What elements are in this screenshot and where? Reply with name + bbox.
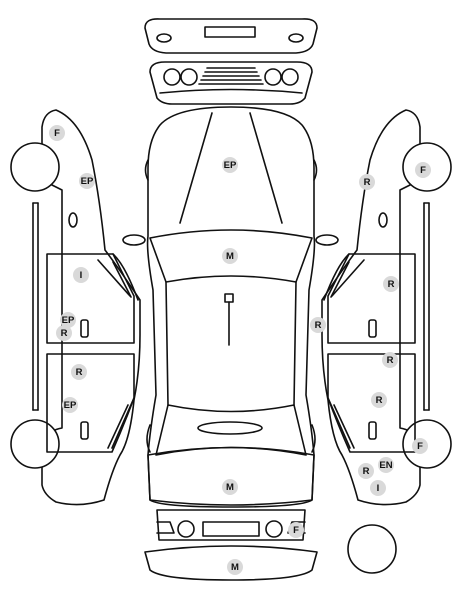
- marker-code: EP: [81, 176, 94, 187]
- damage-marker-rear-bumper-glass: M: [227, 559, 243, 575]
- marker-code: R: [363, 466, 370, 477]
- marker-dot: [370, 480, 386, 496]
- marker-dot: [222, 157, 238, 173]
- marker-code: R: [376, 395, 383, 406]
- marker-dot: [358, 463, 374, 479]
- marker-code: R: [388, 279, 395, 290]
- marker-code: I: [377, 483, 380, 494]
- marker-code: F: [293, 525, 299, 536]
- damage-marker-rear-window: M: [222, 479, 238, 495]
- marker-dot: [415, 162, 431, 178]
- marker-code: R: [315, 320, 322, 331]
- marker-code: EP: [62, 315, 75, 326]
- marker-code: R: [364, 177, 371, 188]
- marker-code: I: [80, 270, 83, 281]
- marker-dot: [227, 559, 243, 575]
- right-side-view: [321, 109, 452, 506]
- marker-dot: [222, 479, 238, 495]
- marker-code: M: [231, 562, 239, 573]
- damage-marker-right-rear-en: EN: [378, 457, 394, 473]
- damage-marker-right-front-panel: R: [359, 174, 375, 190]
- damage-marker-right-front-door: R: [383, 276, 399, 292]
- damage-marker-left-front-fender: F: [49, 125, 65, 141]
- marker-code: R: [61, 328, 68, 339]
- marker-dot: [383, 276, 399, 292]
- marker-dot: [62, 397, 78, 413]
- marker-code: M: [226, 251, 234, 262]
- damage-marker-hood: EP: [222, 157, 238, 173]
- damage-marker-right-mirror-area: R: [310, 317, 326, 333]
- marker-dot: [371, 392, 387, 408]
- marker-dot: [359, 174, 375, 190]
- marker-code: EP: [64, 400, 77, 411]
- marker-dot: [56, 325, 72, 341]
- marker-dot: [60, 312, 76, 328]
- marker-dot: [71, 364, 87, 380]
- marker-code: EN: [379, 460, 392, 471]
- marker-code: F: [420, 165, 426, 176]
- marker-code: M: [226, 482, 234, 493]
- left-side-view: [10, 109, 141, 506]
- damage-marker-right-rear-r: R: [358, 463, 374, 479]
- damage-marker-right-rear-door-lower: R: [371, 392, 387, 408]
- marker-dot: [378, 457, 394, 473]
- marker-dot: [79, 173, 95, 189]
- spare-wheel: [347, 524, 397, 574]
- damage-marker-right-rear-i: I: [370, 480, 386, 496]
- front-bumper-view: [144, 18, 318, 54]
- marker-dot: [288, 522, 304, 538]
- marker-code: EP: [224, 160, 237, 171]
- damage-marker-left-front-door-ep: EP: [60, 312, 76, 328]
- damage-marker-left-rear-door-r: R: [71, 364, 87, 380]
- marker-dot: [382, 352, 398, 368]
- marker-dot: [412, 438, 428, 454]
- damage-marker-left-rear-door-ep: EP: [62, 397, 78, 413]
- damage-marker-left-front-panel: EP: [79, 173, 95, 189]
- damage-marker-left-front-door-r: R: [56, 325, 72, 341]
- damage-marker-right-front-fender: F: [415, 162, 431, 178]
- marker-code: R: [387, 355, 394, 366]
- marker-dot: [310, 317, 326, 333]
- marker-dot: [49, 125, 65, 141]
- marker-dot: [222, 248, 238, 264]
- front-grille-view: [149, 61, 313, 105]
- marker-code: F: [54, 128, 60, 139]
- car-top-view: [122, 106, 339, 508]
- damage-marker-right-rear-fender: F: [412, 438, 428, 454]
- damage-marker-windshield: M: [222, 248, 238, 264]
- marker-dot: [73, 267, 89, 283]
- damage-marker-left-front-door-upper: I: [73, 267, 89, 283]
- damage-marker-right-rear-door-upper: R: [382, 352, 398, 368]
- marker-code: R: [76, 367, 83, 378]
- damage-marker-rear-bumper-f: F: [288, 522, 304, 538]
- marker-code: F: [417, 441, 423, 452]
